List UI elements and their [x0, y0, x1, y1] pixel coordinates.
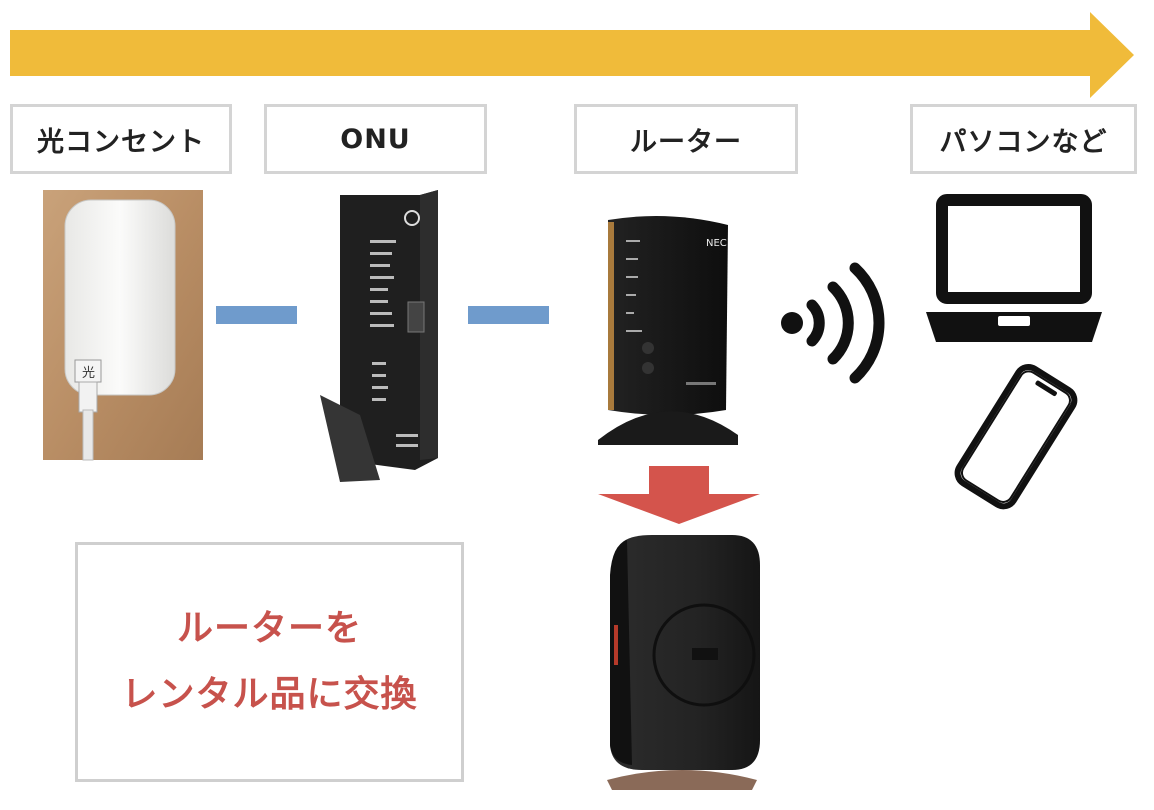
label-router: ルーター — [574, 104, 798, 174]
nec-router-device: NEC — [598, 216, 738, 445]
callout-line-1: ルーターを — [176, 608, 362, 649]
callout-box: ルーターを レンタル品に交換 — [75, 542, 464, 782]
rental-router-device — [607, 535, 760, 790]
callout-line-2: レンタル品に交換 — [121, 674, 418, 715]
wifi-icon — [781, 262, 885, 384]
onu-device — [320, 190, 438, 482]
connector-outlet-onu — [216, 306, 297, 324]
label-onu: ONU — [264, 104, 487, 174]
label-hikari-outlet: 光コンセント — [10, 104, 232, 174]
replace-arrow — [598, 466, 760, 524]
outlet-label-text: 光 — [82, 366, 95, 381]
nec-brand-text: NEC — [706, 238, 727, 249]
laptop-icon — [926, 194, 1102, 342]
flow-arrow — [10, 12, 1134, 98]
smartphone-icon — [954, 363, 1078, 510]
optical-outlet-photo: 光 — [43, 190, 203, 461]
label-pc: パソコンなど — [910, 104, 1137, 174]
connector-onu-router — [468, 306, 549, 324]
